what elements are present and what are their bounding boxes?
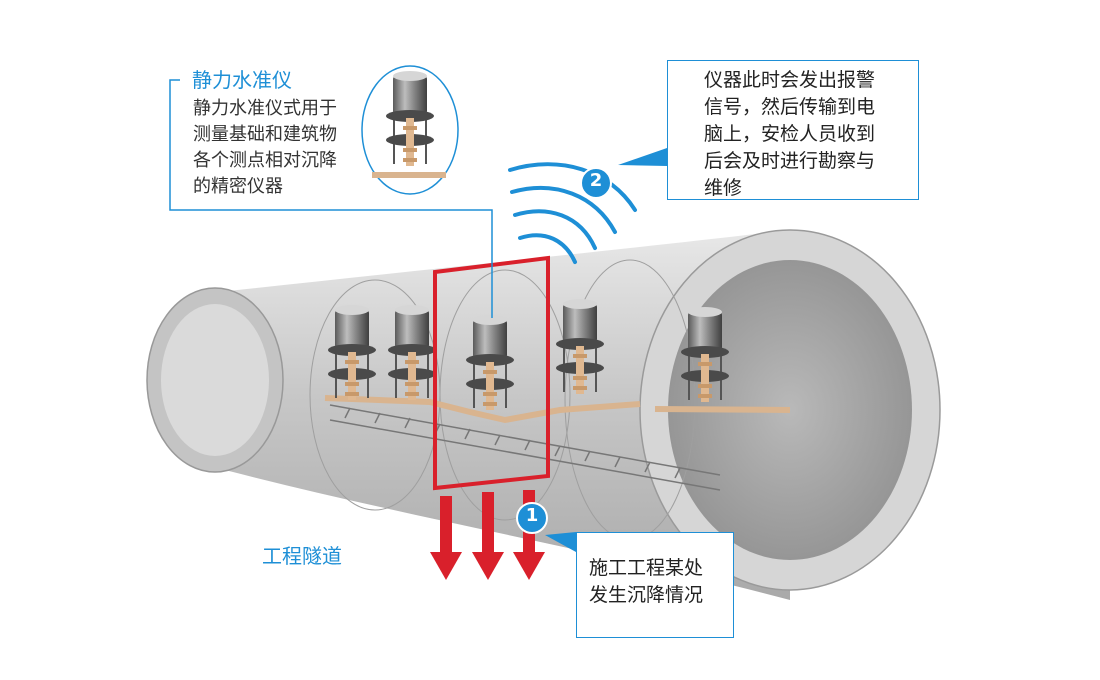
instrument-closeup-icon [385, 70, 435, 167]
alarm-callout-line: 信号，然后传输到电 [704, 96, 876, 118]
badge-1-label: 1 [525, 505, 539, 526]
level-sensor [465, 314, 515, 411]
instrument-description-line: 的精密仪器 [193, 176, 283, 197]
signal-waves [508, 162, 637, 264]
connecting-pipe [324, 395, 641, 424]
instrument-title: 静力水准仪 [192, 68, 292, 92]
badge-2 [580, 167, 612, 199]
level-sensor [680, 306, 730, 403]
instrument-description-line: 静力水准仪式用于 [193, 98, 337, 119]
connecting-pipe-right [654, 406, 791, 413]
alarm-callout-line: 后会及时进行勘察与 [704, 150, 876, 172]
instrument-leader [169, 79, 493, 318]
alarm-callout-line: 仪器此时会发出报警 [704, 69, 876, 91]
settlement-callout: 施工工程某处 发生沉降情况 [576, 532, 734, 638]
instrument-description-line: 各个测点相对沉降 [193, 150, 337, 171]
alarm-callout-line: 脑上，安检人员收到 [704, 123, 876, 145]
rail-track [329, 404, 721, 491]
instrument-description: 静力水准仪式用于 测量基础和建筑物 各个测点相对沉降 的精密仪器 [193, 96, 337, 200]
settlement-highlight [433, 255, 550, 491]
level-sensor [387, 304, 437, 401]
tunnel-ring [439, 269, 571, 521]
alarm-callout-line: 维修 [704, 177, 743, 199]
settlement-pointer [545, 532, 576, 552]
instrument-description-line: 测量基础和建筑物 [193, 124, 337, 145]
level-sensor [555, 298, 605, 395]
alarm-callout: 仪器此时会发出报警 信号，然后传输到电 脑上，安检人员收到 后会及时进行勘察与 … [667, 60, 919, 200]
settlement-callout-line: 施工工程某处 [589, 557, 704, 579]
badge-1 [516, 502, 548, 534]
alarm-pointer [618, 148, 667, 166]
tunnel-label: 工程隧道 [262, 544, 342, 568]
level-sensor [327, 304, 377, 401]
settlement-callout-line: 发生沉降情况 [589, 584, 704, 606]
badge-2-label: 2 [589, 170, 603, 191]
tunnel-left-inner [161, 304, 269, 456]
